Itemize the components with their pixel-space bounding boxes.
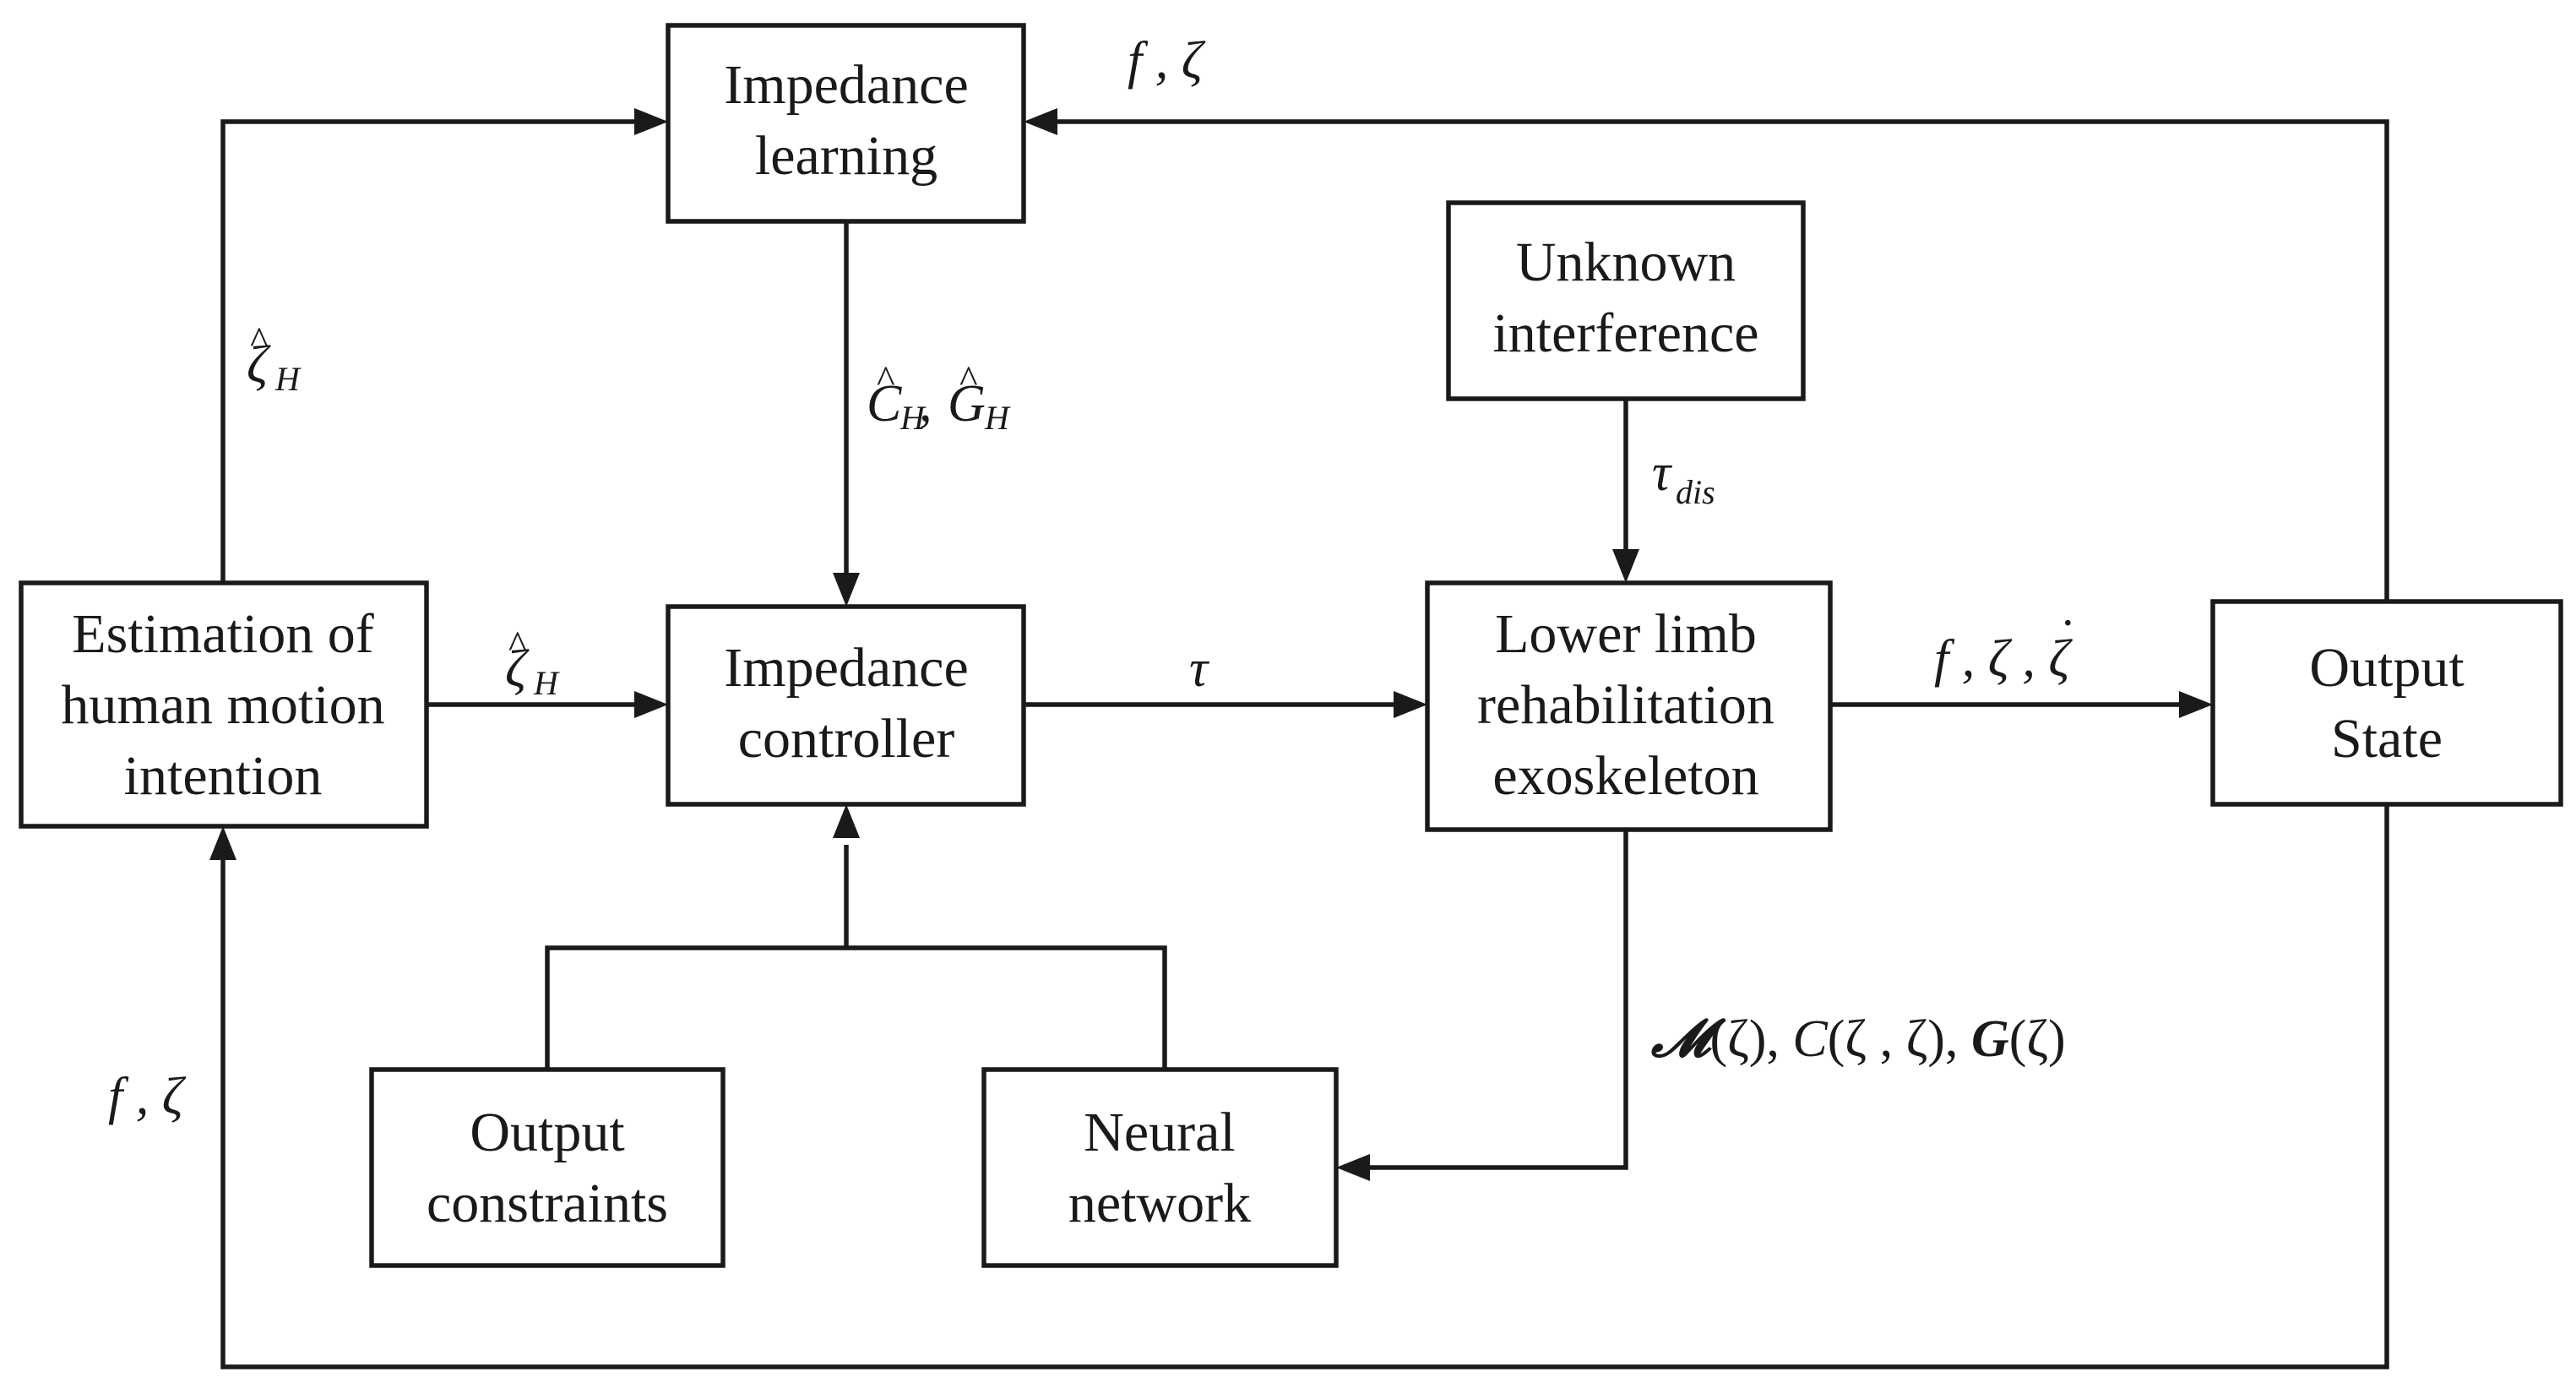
arrowhead-into-learning-right — [1024, 108, 1057, 135]
arrowheads — [209, 108, 2213, 1181]
wire-state-to-estimation — [220, 804, 2389, 1369]
svg-text:G: G — [948, 375, 986, 433]
block-exoskeleton-line-2: rehabilitation — [1477, 674, 1774, 736]
signal-label-output-vector: f , ζ , ζ · — [1934, 597, 2076, 688]
block-estimation-line-2: human motion — [61, 674, 384, 736]
block-unknown-interference-line-2: interference — [1492, 302, 1758, 364]
wire-state-to-learning — [1057, 119, 2389, 602]
block-neural-network: Neural network — [981, 1067, 1339, 1268]
signal-label-feedback-bottom: f , ζ — [108, 1068, 187, 1125]
block-output-constraints: Output constraints — [369, 1067, 726, 1268]
block-estimation-line-1: Estimation of — [72, 603, 373, 665]
arrowhead-into-exoskeleton-left — [1394, 691, 1427, 718]
block-output-constraints-line-2: constraints — [427, 1173, 668, 1234]
svg-text:H: H — [984, 399, 1011, 437]
block-impedance-learning-line-1: Impedance — [724, 54, 969, 116]
svg-text:H: H — [899, 399, 927, 437]
arrowhead-into-learning-left — [634, 108, 668, 135]
arrowhead-into-exoskeleton-top — [1612, 549, 1639, 583]
block-estimation-line-3: intention — [124, 745, 323, 807]
arrowhead-into-network-right — [1336, 1154, 1370, 1181]
block-impedance-controller-line-2: controller — [738, 708, 955, 770]
wire-estimation-to-learning — [220, 119, 635, 583]
svg-text:C: C — [867, 375, 902, 433]
wire-exoskeleton-to-network — [1368, 830, 1628, 1170]
block-impedance-learning-line-2: learning — [755, 125, 937, 187]
block-unknown-interference-line-1: Unknown — [1516, 231, 1736, 293]
svg-text:f , ζ , ζ: f , ζ , ζ — [1934, 630, 2073, 688]
block-impedance-controller-line-1: Impedance — [724, 637, 969, 699]
svg-text:·: · — [2060, 597, 2076, 650]
arrowhead-into-estimation-bottom — [209, 826, 236, 860]
signal-label-model-terms: 𝓜(ζ), C(ζ , ζ), G(ζ) — [1650, 1010, 2066, 1068]
svg-text:dis: dis — [1676, 473, 1715, 511]
arrowhead-into-controller-left — [634, 691, 668, 718]
svg-text:ζ: ζ — [505, 640, 530, 698]
svg-text:H: H — [274, 360, 302, 398]
block-unknown-interference: Unknown interference — [1446, 200, 1806, 401]
block-exoskeleton-line-1: Lower limb — [1495, 603, 1757, 665]
connections — [220, 119, 2389, 1369]
signal-label-zeta-hat-left: ζ ^ H — [247, 318, 302, 398]
signal-label-feedback-top: f , ζ — [1128, 32, 1206, 90]
signal-label-zeta-hat-mid: ζ ^ H — [505, 623, 560, 702]
arrowhead-into-controller-bottom — [833, 804, 860, 838]
svg-text:^: ^ — [959, 357, 978, 400]
block-neural-network-line-1: Neural — [1084, 1102, 1236, 1163]
block-output-state-line-2: State — [2331, 708, 2443, 770]
svg-text:τ: τ — [1652, 444, 1673, 502]
arrowhead-into-controller-top — [833, 573, 860, 607]
svg-text:𝓜(ζ), C(ζ , ζ), G(ζ): 𝓜(ζ), C(ζ , ζ), G(ζ) — [1650, 1010, 2066, 1068]
signal-label-ch-gh: C ^ H , G ^ H — [867, 357, 1011, 437]
arrowhead-into-state-left — [2179, 691, 2213, 718]
svg-text:^: ^ — [877, 357, 895, 400]
block-output-state-line-1: Output — [2309, 637, 2464, 699]
block-impedance-learning: Impedance learning — [666, 23, 1026, 224]
signal-label-tau: τ — [1189, 640, 1210, 698]
svg-text:ζ: ζ — [247, 336, 271, 394]
svg-text:^: ^ — [250, 318, 269, 362]
svg-text:^: ^ — [508, 623, 527, 666]
block-estimation: Estimation of human motion intention — [19, 580, 429, 829]
block-exoskeleton: Lower limb rehabilitation exoskeleton — [1425, 580, 1833, 832]
block-impedance-controller: Impedance controller — [666, 604, 1026, 807]
svg-text:H: H — [533, 664, 560, 702]
signal-label-tau-dis: τ dis — [1652, 444, 1715, 511]
wire-constraints-network-join — [545, 945, 1167, 1070]
block-output-constraints-line-1: Output — [470, 1102, 624, 1163]
block-neural-network-line-2: network — [1068, 1173, 1251, 1234]
block-output-state: Output State — [2210, 599, 2563, 807]
svg-text:,: , — [919, 375, 932, 433]
block-exoskeleton-line-3: exoskeleton — [1492, 745, 1758, 807]
